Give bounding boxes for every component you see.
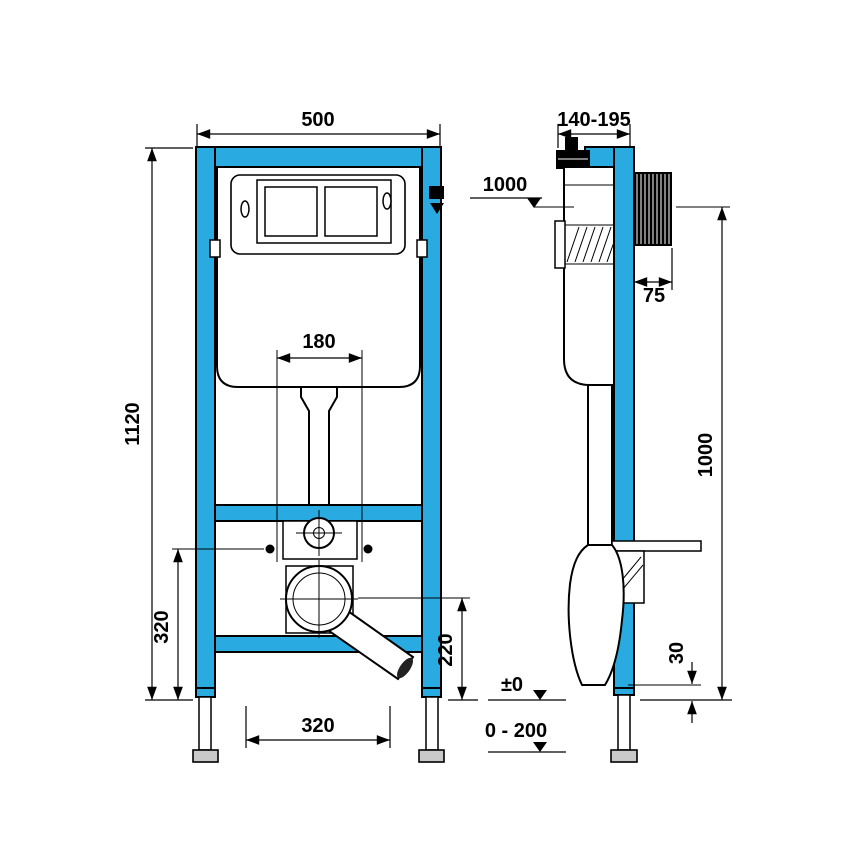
panel-screw-slot-left — [240, 200, 250, 218]
dim-outlet-height: 220 — [358, 597, 478, 701]
level-marker-icon — [527, 198, 541, 208]
dim-front-width-label: 500 — [301, 109, 334, 131]
water-supply-pipe — [565, 137, 578, 152]
dim-base-spacing-label: 320 — [301, 715, 334, 737]
dim-outlet-height-label: 220 — [435, 633, 457, 666]
side-foot-plate — [610, 749, 638, 763]
wall-block — [634, 172, 672, 246]
dim-side-height-label: 1000 — [695, 433, 717, 478]
side-view — [554, 137, 702, 763]
dim-bend-clearance: 30 — [628, 642, 701, 723]
hanger-bracket — [429, 186, 444, 199]
front-right-rail — [421, 146, 442, 698]
wc-fixing-rods — [611, 540, 702, 552]
dim-base-spacing: 320 — [245, 706, 391, 748]
dim-depth-range: 140-195 — [557, 109, 631, 148]
front-right-foot-plate — [418, 749, 445, 763]
tank-clip-left — [209, 239, 221, 258]
dim-pipe-spacing-label: 180 — [302, 331, 335, 353]
level-floor: ±0 — [488, 674, 566, 701]
flush-pipe — [300, 386, 338, 506]
panel-screw-slot-right — [382, 192, 392, 210]
dim-block-width-label: 75 — [643, 285, 665, 307]
hanger-arrow-icon — [430, 203, 444, 214]
flush-plate-side — [554, 220, 566, 269]
flush-button-right — [324, 186, 378, 237]
dim-bend-clearance-label: 30 — [666, 642, 688, 664]
section-hatch-band — [564, 224, 615, 265]
access-panel — [230, 174, 406, 255]
front-left-rail — [195, 146, 216, 698]
outlet-pipe-opening — [396, 657, 414, 679]
cistern-side-profile — [563, 166, 615, 386]
wc-bolt-right — [363, 544, 373, 554]
tank-clip-right — [416, 239, 428, 258]
dim-pipe-spacing: 180 — [276, 331, 363, 562]
dim-front-width: 500 — [196, 109, 441, 146]
floor-level-marker-icon — [533, 690, 547, 700]
dim-block-width: 75 — [634, 248, 673, 307]
front-left-foot-plate — [192, 749, 219, 763]
level-foot-adjustment-label: 0 - 200 — [485, 720, 547, 742]
dim-bolt-height-label: 320 — [151, 610, 173, 643]
front-left-foot — [198, 696, 212, 751]
flush-pipe-side — [587, 384, 613, 546]
level-floor-label: ±0 — [501, 674, 523, 696]
flush-button-left — [264, 186, 318, 237]
dimensions: 500 140-195 1120 180 320 — [122, 109, 732, 753]
dim-bolt-height: 320 — [151, 548, 264, 700]
dim-frame-height-label: 1120 — [122, 402, 144, 445]
front-top-bar — [195, 146, 442, 168]
adjustment-level-marker-icon — [533, 742, 547, 752]
front-view — [192, 146, 445, 763]
dim-frame-height: 1120 — [122, 147, 193, 701]
dim-depth-range-label: 140-195 — [557, 109, 630, 131]
wc-bolt-left — [265, 544, 275, 554]
dim-side-height: 1000 — [640, 206, 732, 701]
level-flush-plate: 1000 — [470, 174, 574, 208]
side-foot — [617, 694, 631, 751]
front-right-foot — [425, 696, 439, 751]
level-flush-plate-label: 1000 — [483, 174, 528, 196]
level-foot-adjustment: 0 - 200 — [485, 720, 566, 753]
flush-bend — [567, 544, 625, 686]
